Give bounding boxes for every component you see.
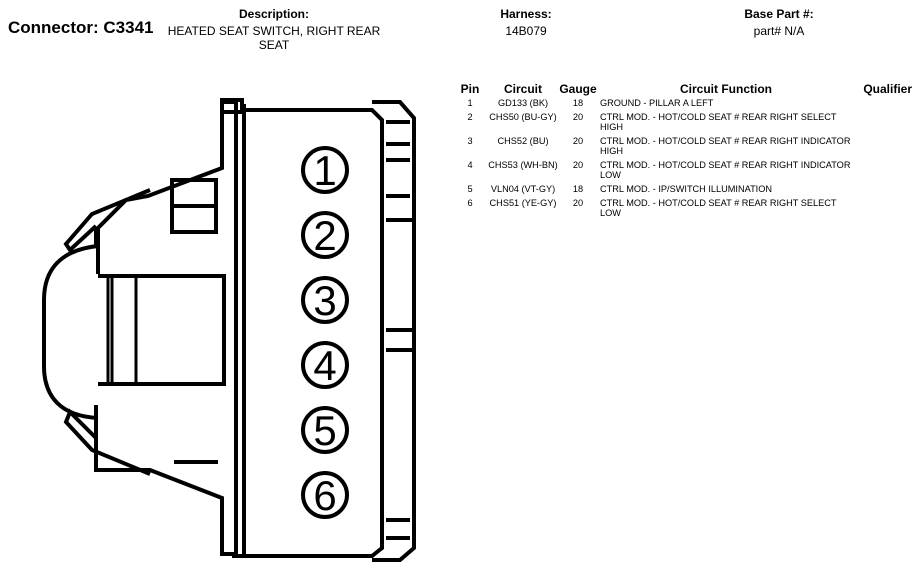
pin-number-label: 3	[313, 277, 336, 324]
circuit-function-cell: CTRL MOD. - HOT/COLD SEAT # REAR RIGHT S…	[600, 112, 837, 132]
table-row: 5 VLN04 (VT-GY) 18 CTRL MOD. - IP/SWITCH IL…	[452, 182, 912, 196]
circuit-function-cell: GROUND - PILLAR A LEFT	[600, 98, 714, 108]
pin-cell: 4	[467, 160, 473, 170]
pin-cell: 2	[467, 112, 473, 122]
pin-number-label: 5	[313, 407, 336, 454]
housing-outline	[94, 98, 244, 556]
circuit-cell: CHS52 (BU)	[497, 136, 549, 146]
table-row: 4 CHS53 (WH-BN) 20 CTRL MOD. - HOT/COLD SEA…	[452, 158, 912, 182]
pin-cavity	[244, 108, 384, 558]
pin-circle	[301, 276, 349, 324]
pin-table: Pin Circuit Gauge Circuit Function Quali…	[452, 82, 912, 220]
harness-label: Harness:	[500, 7, 552, 21]
pin-circle	[301, 146, 349, 194]
harness-value: 14B079	[505, 24, 547, 38]
qualifier-cell	[852, 196, 912, 220]
qualifier-cell	[852, 182, 912, 196]
circuit-cell: VLN04 (VT-GY)	[490, 184, 556, 194]
pin-number-label: 4	[313, 342, 336, 389]
table-row: 6 CHS51 (YE-GY) 20 CTRL MOD. - HOT/COLD SEA…	[452, 196, 912, 220]
pin-cell: 3	[467, 136, 473, 146]
qualifier-cell	[852, 110, 912, 134]
table-row: 3 CHS52 (BU) 20 CTRL MOD. - HOT/COLD SEAT #…	[452, 134, 912, 158]
qualifier-cell	[852, 96, 912, 110]
pin-number-label: 1	[313, 147, 336, 194]
table-header-row: Pin Circuit Gauge Circuit Function Quali…	[452, 82, 912, 96]
circuit-function-cell: CTRL MOD. - HOT/COLD SEAT # REAR RIGHT I…	[600, 136, 851, 156]
circuit-function-cell: CTRL MOD. - HOT/COLD SEAT # REAR RIGHT I…	[600, 160, 851, 180]
column-header-pin: Pin	[460, 82, 480, 96]
connector-face-diagram: 1 2 3 4 5 6	[42, 98, 416, 562]
base-part-value: part# N/A	[753, 24, 805, 38]
gauge-cell: 20	[572, 160, 584, 170]
column-header-circuit: Circuit	[503, 82, 542, 96]
description-value: HEATED SEAT SWITCH, RIGHT REAR SEAT	[167, 24, 381, 52]
circuit-cell: CHS53 (WH-BN)	[488, 160, 558, 170]
pin-circle	[301, 471, 349, 519]
right-rail	[372, 100, 416, 562]
pin-number-label: 6	[313, 472, 336, 519]
gauge-cell: 18	[572, 98, 584, 108]
latch-arm-top	[63, 188, 151, 254]
circuit-cell: CHS51 (YE-GY)	[489, 198, 557, 208]
qualifier-cell	[852, 158, 912, 182]
pin-circle	[301, 211, 349, 259]
latch-arm-bottom	[63, 408, 151, 476]
column-header-gauge: Gauge	[559, 82, 597, 96]
pin-circle	[301, 341, 349, 389]
gauge-cell: 18	[572, 184, 584, 194]
pin-cell: 1	[467, 98, 473, 108]
base-part-label: Base Part #:	[744, 7, 814, 21]
circuit-function-cell: CTRL MOD. - HOT/COLD SEAT # REAR RIGHT S…	[600, 198, 837, 218]
circuit-function-cell: CTRL MOD. - IP/SWITCH ILLUMINATION	[600, 184, 773, 194]
pin-circle	[301, 406, 349, 454]
circuit-cell: CHS50 (BU-GY)	[489, 112, 557, 122]
latch-inner	[98, 274, 226, 386]
column-header-circuit-function: Circuit Function	[680, 82, 772, 96]
connector-title: Connector: C3341	[8, 18, 154, 37]
pin-cell: 5	[467, 184, 473, 194]
gauge-cell: 20	[572, 136, 584, 146]
rail-lower-top	[386, 120, 414, 540]
column-header-qualifier: Qualifier	[863, 82, 912, 96]
circuit-cell: GD133 (BK)	[497, 98, 549, 108]
gauge-cell: 20	[572, 112, 584, 122]
latch-tab	[42, 244, 99, 420]
table-row: 2 CHS50 (BU-GY) 20 CTRL MOD. - HOT/COLD SEA…	[452, 110, 912, 134]
qualifier-cell	[852, 134, 912, 158]
table-row: 1 GD133 (BK) 18 GROUND - PILLAR A LEFT	[452, 96, 912, 110]
description-label: Description:	[238, 7, 309, 21]
pin-cell: 6	[467, 198, 473, 208]
pin-number-label: 2	[313, 212, 336, 259]
gauge-cell: 20	[572, 198, 584, 208]
